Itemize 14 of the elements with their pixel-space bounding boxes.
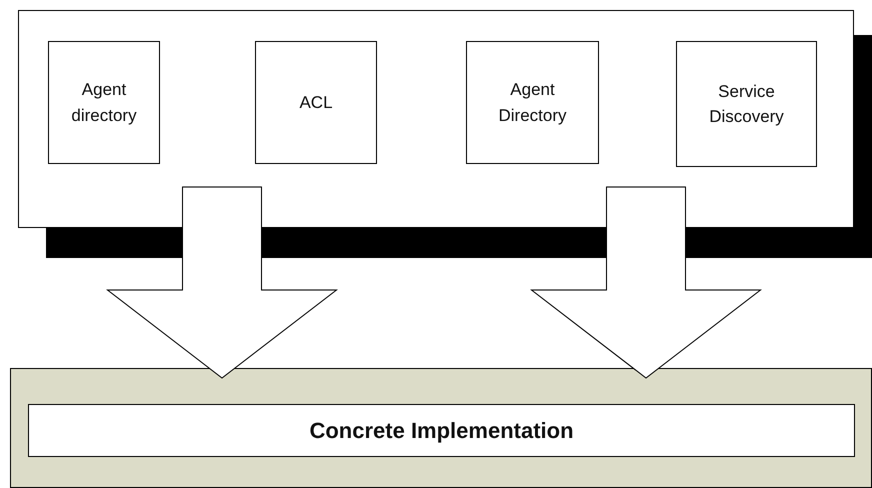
component-box (48, 41, 160, 164)
label-text: Agent directory (70, 79, 138, 126)
label-text: ACL (299, 92, 333, 114)
block-arrow (106, 186, 338, 379)
layer-band (10, 368, 872, 488)
label-text: Agent Directory (497, 79, 568, 126)
container-box (18, 10, 854, 228)
label-text: Service Discovery (708, 80, 785, 128)
component-box (255, 41, 377, 164)
component-box (676, 41, 817, 167)
implementation-box (28, 404, 855, 457)
block-arrow (530, 186, 762, 379)
label-text: Concrete Implementation (309, 417, 574, 445)
component-box (466, 41, 599, 164)
